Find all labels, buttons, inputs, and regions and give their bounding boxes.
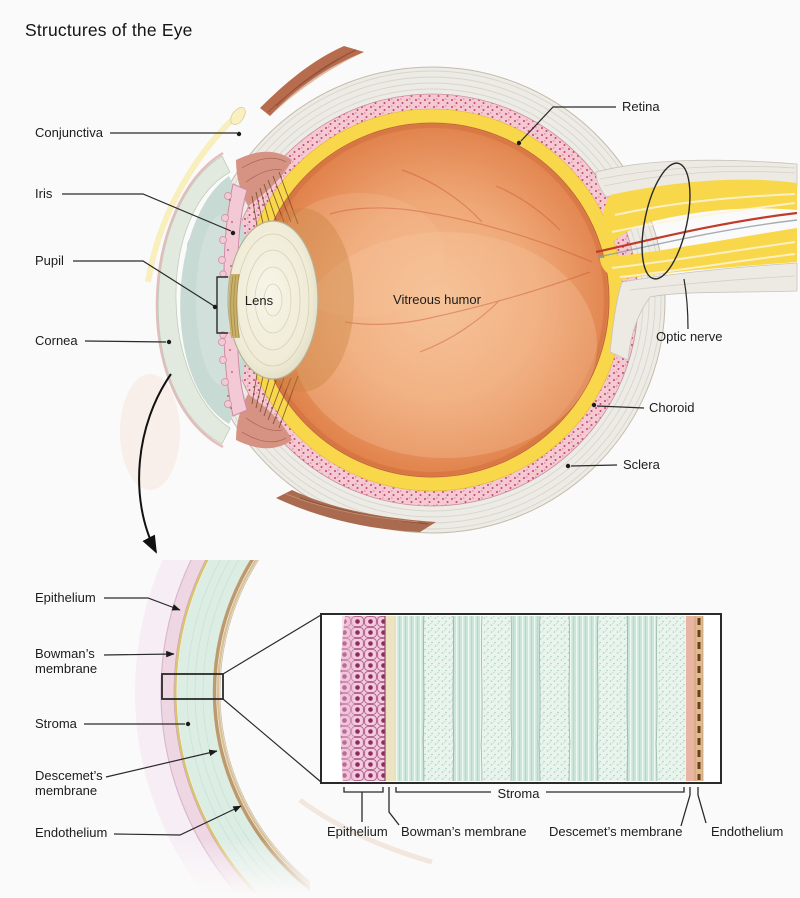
cornea-detail-box-graphic — [320, 613, 722, 784]
magnifier-lines — [161, 614, 322, 783]
detail-label-bowmans-membrane: Bowman’s membrane — [401, 824, 527, 839]
detail-label-endothelium: Endothelium — [711, 824, 784, 839]
page-title: Structures of the Eye — [25, 20, 193, 40]
exterior-mask — [0, 0, 222, 570]
label-stroma: Stroma — [35, 716, 77, 731]
pupil-strip — [228, 274, 240, 338]
optic-nerve-circle — [641, 162, 691, 280]
pupil-bracket — [216, 276, 228, 334]
label-choroid: Choroid — [649, 400, 695, 415]
cornea-graphic — [155, 151, 231, 449]
label-sclera: Sclera — [623, 457, 660, 472]
retinal-vessels — [329, 169, 593, 353]
label-bowmans-membrane: Bowman’s membrane — [35, 646, 98, 676]
label-pupil: Pupil — [35, 253, 64, 268]
label-retina: Retina — [622, 99, 660, 114]
label-conjunctiva: Conjunctiva — [35, 125, 103, 140]
lower-lid-glow — [120, 374, 180, 490]
leader-dots — [166, 131, 597, 469]
zonule-fibers — [251, 171, 299, 429]
cornea-band-graphic — [95, 560, 310, 895]
label-iris: Iris — [35, 186, 53, 201]
eye-cross-section — [0, 0, 798, 570]
anterior-segment — [145, 106, 354, 449]
optic-nerve-graphic — [595, 159, 798, 361]
label-optic-nerve: Optic nerve — [656, 329, 723, 344]
leader-lines-main — [62, 106, 691, 467]
detail-label-stroma: Stroma — [497, 786, 540, 801]
stroma-dot — [185, 721, 191, 727]
extraocular-muscles — [260, 46, 436, 532]
detail-label-descemets-membrane: Descemet’s membrane — [549, 824, 683, 839]
label-lens: Lens — [244, 293, 274, 308]
label-endothelium: Endothelium — [35, 825, 108, 840]
label-epithelium: Epithelium — [35, 590, 96, 605]
label-vitreous-humor: Vitreous humor — [393, 292, 481, 307]
label-cornea: Cornea — [35, 333, 78, 348]
lens-graphic — [227, 220, 319, 380]
band-tail — [298, 797, 433, 865]
detail-label-epithelium: Epithelium — [327, 824, 388, 839]
label-descemets-membrane: Descemet’s membrane — [35, 768, 103, 798]
detail-box-brackets — [343, 787, 707, 827]
leader-lines-cornea — [84, 597, 242, 836]
zoom-arrow — [138, 373, 172, 554]
